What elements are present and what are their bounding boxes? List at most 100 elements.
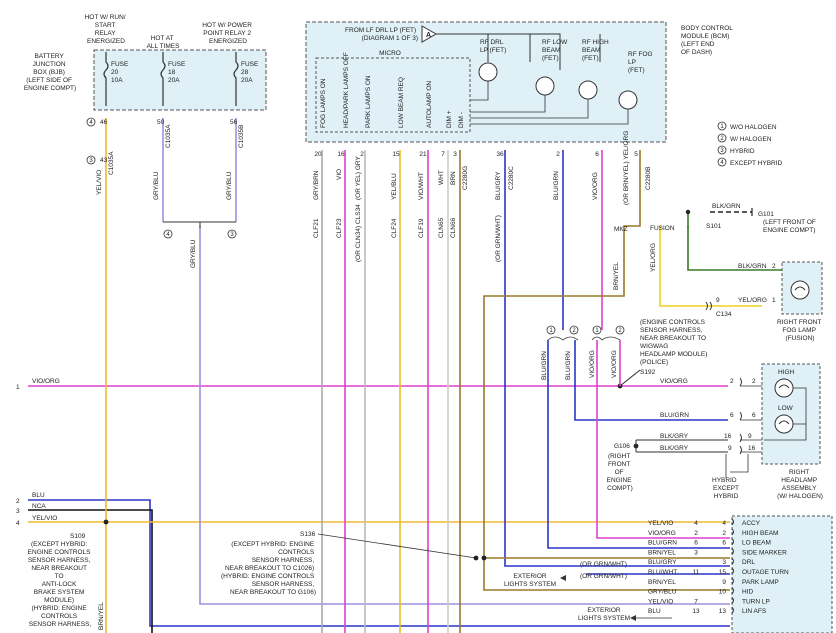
wire-nca bbox=[28, 509, 153, 633]
row-function: PARK LAMP bbox=[742, 579, 779, 586]
svg-text:3: 3 bbox=[89, 158, 93, 164]
svg-text:(OR GRN/WHT): (OR GRN/WHT) bbox=[580, 573, 627, 580]
svg-text:G101: G101 bbox=[758, 211, 774, 218]
connector-icon bbox=[731, 577, 734, 585]
fuse-1: FUSE 20 10A bbox=[103, 52, 129, 106]
wire-blk-grn-fog bbox=[687, 226, 784, 271]
svg-text:16: 16 bbox=[337, 151, 345, 158]
bracket bbox=[163, 221, 236, 228]
svg-text:FROM LF DRL LP (FET) (DI: FROM LF DRL LP (FET) (DIAGRAM 1 OF 3) bbox=[345, 27, 418, 42]
row-wire-color: BRN/YEL bbox=[648, 549, 676, 556]
svg-text:6: 6 bbox=[595, 151, 599, 158]
svg-text:LOW BEAM REQ: LOW BEAM REQ bbox=[398, 77, 405, 128]
connector-icon bbox=[731, 587, 734, 594]
svg-text:G106: G106 bbox=[614, 443, 630, 450]
fuse-symbol bbox=[160, 52, 166, 106]
wire-blu-grn-l bbox=[547, 340, 730, 549]
row-wire-color: BLU/WHT bbox=[648, 569, 677, 576]
svg-text:BLK/GRN: BLK/GRN bbox=[712, 203, 741, 210]
svg-text:C2280B: C2280B bbox=[645, 167, 652, 191]
row-pin-right: 15 bbox=[719, 569, 727, 576]
row-wire-color: VIO/ORG bbox=[648, 530, 676, 537]
svg-text:20: 20 bbox=[111, 69, 119, 76]
svg-text:9: 9 bbox=[748, 433, 752, 440]
svg-text:56: 56 bbox=[230, 119, 238, 126]
fuse-3: FUSE 28 20A bbox=[233, 52, 259, 106]
svg-text:S136: S136 bbox=[300, 531, 316, 538]
row-pin-right: 13 bbox=[719, 608, 727, 615]
row-function: TURN LP bbox=[742, 598, 770, 605]
svg-text:CLF19: CLF19 bbox=[418, 218, 425, 238]
row-pin-left: 2 bbox=[694, 530, 698, 537]
svg-text:21: 21 bbox=[419, 151, 427, 158]
svg-text:46: 46 bbox=[100, 119, 108, 126]
row-function: HIGH BEAM bbox=[742, 530, 778, 537]
wire-blu-grn-r bbox=[574, 340, 728, 421]
svg-text:2: 2 bbox=[572, 328, 576, 334]
svg-text:4: 4 bbox=[166, 232, 170, 238]
connector-icon bbox=[731, 538, 734, 545]
svg-text:VIO/ORG: VIO/ORG bbox=[32, 378, 60, 385]
svg-text:2: 2 bbox=[16, 498, 20, 505]
svg-text:C2280G: C2280G bbox=[462, 166, 469, 190]
svg-text:28: 28 bbox=[241, 69, 249, 76]
svg-text:NCA: NCA bbox=[32, 503, 46, 510]
fuse-symbol bbox=[103, 52, 109, 106]
svg-text:BLU/GRN: BLU/GRN bbox=[541, 351, 548, 380]
svg-text:C1035A: C1035A bbox=[108, 151, 115, 175]
label-bjb: BATTERY JUNCTION BOX (BJB) (LEFT SIDE OF… bbox=[24, 53, 76, 92]
svg-text:1: 1 bbox=[549, 328, 553, 334]
svg-text:A: A bbox=[426, 32, 431, 39]
svg-text:W/O HALOGEN: W/O HALOGEN bbox=[730, 124, 777, 131]
row-wire-color: BRN/YEL bbox=[648, 579, 676, 586]
svg-text:BLK/GRY: BLK/GRY bbox=[660, 445, 689, 452]
svg-text:50: 50 bbox=[157, 119, 165, 126]
bcm-module: FROM LF DRL LP (FET) (DIAGRAM 1 OF 3) A … bbox=[305, 21, 733, 143]
svg-text:YEL/VIO: YEL/VIO bbox=[32, 515, 57, 522]
svg-text:4: 4 bbox=[16, 520, 20, 527]
label-hot-all: HOT AT ALL TIMES bbox=[147, 35, 181, 50]
row-pin-left: 6 bbox=[694, 540, 698, 547]
svg-text:CLN66: CLN66 bbox=[450, 217, 457, 238]
row-pin-right: 4 bbox=[722, 520, 726, 527]
svg-text:16: 16 bbox=[748, 445, 756, 452]
svg-text:AUTOLAMP ON: AUTOLAMP ON bbox=[426, 81, 433, 128]
svg-text:C1035A: C1035A bbox=[165, 124, 172, 148]
svg-text:VIO/WHT: VIO/WHT bbox=[418, 172, 425, 200]
svg-text:3: 3 bbox=[230, 232, 234, 238]
svg-text:BRN: BRN bbox=[450, 171, 457, 185]
svg-text:C134: C134 bbox=[716, 311, 732, 318]
svg-text:EXCEPT HYBRID: EXCEPT HYBRID bbox=[730, 160, 783, 167]
connector-icon bbox=[731, 548, 734, 555]
svg-text:9: 9 bbox=[728, 445, 732, 452]
svg-text:2: 2 bbox=[772, 263, 776, 270]
svg-text:2: 2 bbox=[752, 378, 756, 385]
legend: 1 W/O HALOGEN 2 W/ HALOGEN 3 HYBRID 4 EX… bbox=[717, 121, 783, 167]
svg-text:HIGH: HIGH bbox=[778, 369, 795, 376]
svg-text:GRY/BLU: GRY/BLU bbox=[226, 171, 233, 200]
circuit-ids: CLF21 CLF23 (OR CLN34) CLS34 CLF24 CLF19… bbox=[313, 204, 457, 262]
svg-text:20: 20 bbox=[314, 151, 322, 158]
svg-text:BLU/GRY: BLU/GRY bbox=[495, 171, 502, 200]
row-function: DRL bbox=[742, 559, 755, 566]
svg-text:36: 36 bbox=[496, 151, 504, 158]
bcm-pins: 20 16 2 15 21 7 3 36 2 6 5 bbox=[314, 151, 638, 158]
svg-text:VIO/ORG: VIO/ORG bbox=[611, 350, 618, 378]
svg-text:(OR GRN/WHT): (OR GRN/WHT) bbox=[580, 561, 627, 568]
svg-text:2: 2 bbox=[556, 151, 560, 158]
arrow-left-icon bbox=[630, 615, 636, 621]
svg-text:(EXCEPT HYBRID: ENGINE C: (EXCEPT HYBRID: ENGINE CONTROLS SENSOR H… bbox=[221, 541, 316, 596]
row-pin-left: 13 bbox=[692, 608, 700, 615]
row-function: SIDE MARKER bbox=[742, 549, 787, 556]
from-lf-arrow-icon bbox=[421, 25, 438, 43]
svg-text:2: 2 bbox=[618, 328, 622, 334]
row-pin-right: 3 bbox=[722, 559, 726, 566]
row-pin-right: 2 bbox=[722, 530, 726, 537]
svg-text:S101: S101 bbox=[706, 223, 722, 230]
svg-text:BLU: BLU bbox=[32, 492, 45, 499]
svg-text:S109: S109 bbox=[70, 533, 86, 540]
ext-lights-box bbox=[731, 515, 833, 633]
svg-text:2: 2 bbox=[720, 136, 724, 142]
